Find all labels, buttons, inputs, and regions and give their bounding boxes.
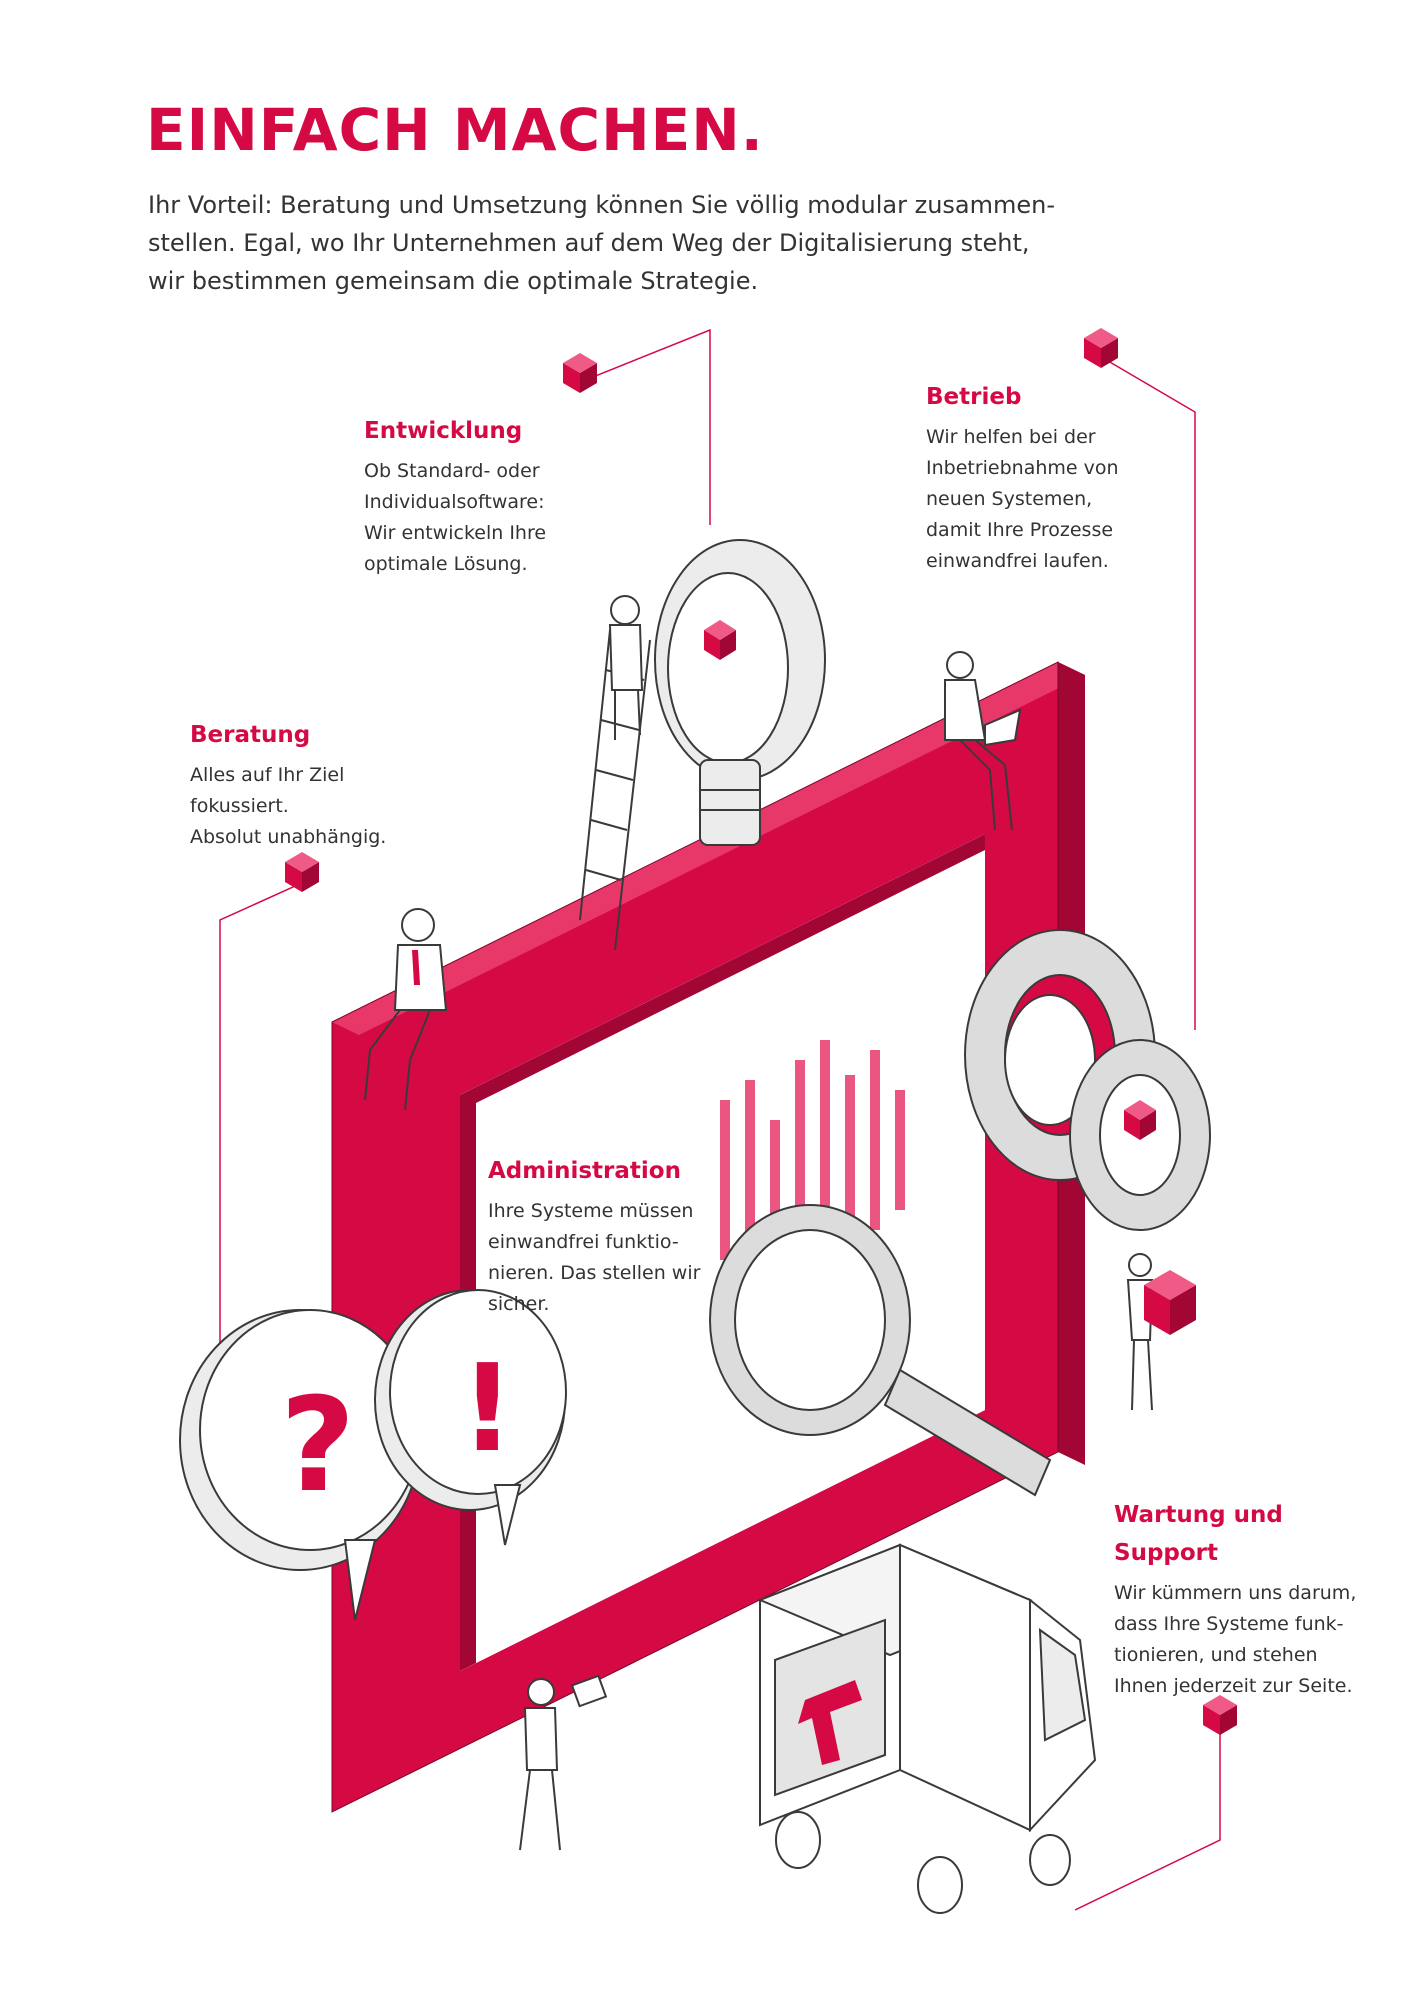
person-photographer-icon (519, 1674, 608, 1851)
question-mark: ? (280, 1369, 355, 1521)
text-line: sicher. (488, 1293, 550, 1315)
service-truck-icon (757, 1543, 1097, 1914)
section-beratung: Beratung Alles auf Ihr Ziel fokussiert. … (190, 716, 386, 853)
text-line: einwandfrei funktio- (488, 1231, 679, 1253)
title-line: Support (1114, 1540, 1219, 1566)
person-with-box-icon (1126, 1253, 1196, 1411)
text-line: fokussiert. (190, 795, 289, 817)
exclamation-mark: ! (460, 1340, 515, 1479)
person-with-laptop-icon (944, 651, 1022, 831)
section-wartung-support: Wartung und Support Wir kümmern uns daru… (1114, 1496, 1356, 1702)
text-line: einwandfrei laufen. (926, 550, 1109, 572)
text-line: Alles auf Ihr Ziel (190, 764, 345, 786)
text-line: Individualsoftware: (364, 491, 545, 513)
section-text: Ihre Systeme müssen einwandfrei funktio-… (488, 1196, 700, 1320)
section-title: Entwicklung (364, 418, 523, 444)
magnifier-icon (709, 1204, 1052, 1497)
intro-line: wir bestimmen gemeinsam die optimale Str… (148, 267, 759, 295)
text-line: tionieren, und stehen (1114, 1644, 1318, 1666)
cube-icon (1084, 328, 1118, 368)
bar-chart-icon (720, 1040, 905, 1280)
text-line: dass Ihre Systeme funk- (1114, 1613, 1344, 1635)
section-title: Wartung und Support (1114, 1496, 1356, 1572)
page-title: EINFACH MACHEN. (146, 96, 764, 164)
section-text: Wir kümmern uns darum, dass Ihre Systeme… (1114, 1578, 1356, 1702)
connector-entwicklung (577, 328, 711, 525)
section-betrieb: Betrieb Wir helfen bei der Inbetriebnahm… (926, 378, 1119, 577)
text-line: Wir entwickeln Ihre (364, 522, 547, 544)
cube-icon (563, 353, 597, 393)
section-title: Betrieb (926, 384, 1022, 410)
text-line: Absolut unabhängig. (190, 826, 387, 848)
intro-line: stellen. Egal, wo Ihr Unternehmen auf de… (148, 229, 1030, 257)
text-line: nieren. Das stellen wir (488, 1262, 701, 1284)
person-climbing-icon (608, 595, 644, 740)
text-line: neuen Systemen, (926, 488, 1093, 510)
text-line: Ihre Systeme müssen (488, 1200, 694, 1222)
light-bulb-icon (654, 539, 826, 846)
section-text: Alles auf Ihr Ziel fokussiert. Absolut u… (190, 760, 386, 853)
connector-betrieb (1102, 357, 1196, 1030)
section-text: Wir helfen bei der Inbetriebnahme von ne… (926, 422, 1119, 577)
section-entwicklung: Entwicklung Ob Standard- oder Individual… (364, 412, 546, 580)
cube-icon (285, 852, 319, 892)
text-line: damit Ihre Prozesse (926, 519, 1114, 541)
cube-icon (1203, 1695, 1237, 1735)
connector-beratung (219, 881, 305, 1360)
section-administration: Administration Ihre Systeme müssen einwa… (488, 1152, 700, 1320)
text-line: Ob Standard- oder (364, 460, 540, 482)
section-title: Administration (488, 1158, 681, 1184)
person-sitting-tablet-icon (364, 908, 448, 1111)
connector-lines (219, 328, 1221, 1911)
connector-wartung (1074, 1725, 1221, 1911)
question-bubble-icon: ? (179, 1309, 421, 1621)
text-line: Wir helfen bei der (926, 426, 1096, 448)
ladder-icon (579, 629, 651, 951)
text-line: optimale Lösung. (364, 553, 528, 575)
title-line: Wartung und (1114, 1502, 1283, 1528)
text-line: Wir kümmern uns darum, (1114, 1582, 1357, 1604)
section-text: Ob Standard- oder Individualsoftware: Wi… (364, 456, 546, 580)
text-line: Ihnen jederzeit zur Seite. (1114, 1675, 1353, 1697)
intro-paragraph: Ihr Vorteil: Beratung und Umsetzung könn… (148, 186, 1108, 300)
text-line: Inbetriebnahme von (926, 457, 1119, 479)
section-title: Beratung (190, 722, 311, 748)
exclamation-bubble-icon: ! (374, 1289, 567, 1546)
intro-line: Ihr Vorteil: Beratung und Umsetzung könn… (148, 191, 1056, 219)
gear-icon (1069, 1039, 1211, 1231)
